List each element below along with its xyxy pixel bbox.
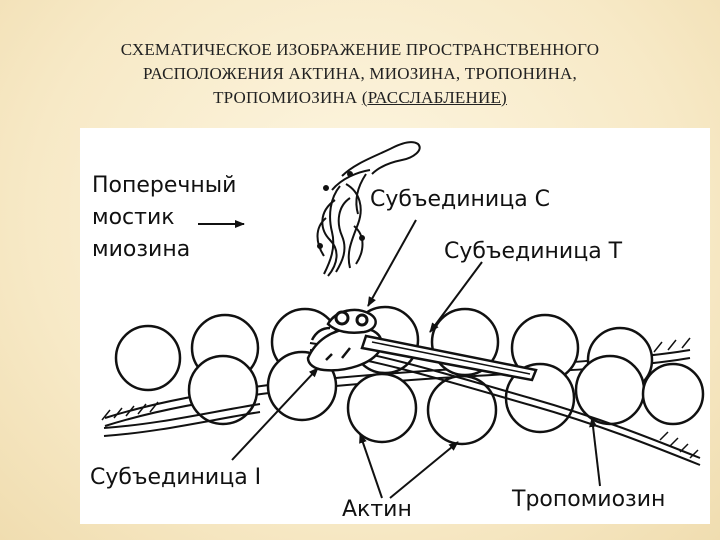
label-subunit-t: Субъединица Т [444,239,623,264]
title-line-1: СХЕМАТИЧЕСКОЕ ИЗОБРАЖЕНИЕ ПРОСТРАНСТВЕНН… [120,40,600,59]
tropomyosin-pointer [589,417,601,487]
actin-pointer-left [359,433,383,499]
label-tropomyosin: Тропомиозин [511,487,665,512]
troponin-t-rod [360,334,538,382]
label-crossbridge-line2: мостик [92,205,175,230]
troponin-complex [306,308,383,372]
title-line-3-underlined: (РАССЛАБЛЕНИЕ) [361,88,507,107]
slide-title: СХЕМАТИЧЕСКОЕ ИЗОБРАЖЕНИЕ ПРОСТРАНСТВЕНН… [30,38,690,110]
label-subunit-c: Субъединица С [370,187,550,212]
subunit-t-pointer [429,261,483,333]
actin-front-row [187,350,705,446]
label-subunit-i: Субъединица I [90,465,261,490]
title-line-3-main: ТРОПОМИОЗИНА [213,88,362,107]
title-line-2: РАСПОЛОЖЕНИЯ АКТИНА, МИОЗИНА, ТРОПОНИНА, [143,64,577,83]
label-crossbridge-line3: миозина [92,237,190,262]
label-actin: Актин [342,497,412,522]
myosin-crossbridge-drawing [316,141,421,277]
diagram-figure: Поперечный мостик миозина Субъединица С … [80,128,710,524]
subunit-c-pointer [367,219,417,307]
title-line-3: ТРОПОМИОЗИНА (РАССЛАБЛЕНИЕ) [30,86,690,110]
label-pointers [198,219,601,499]
actin-pointer-right [389,441,459,499]
label-crossbridge-line1: Поперечный [92,173,236,198]
subunit-i-pointer [231,367,319,461]
actin-filament-diagram: Поперечный мостик миозина Субъединица С … [90,141,705,522]
